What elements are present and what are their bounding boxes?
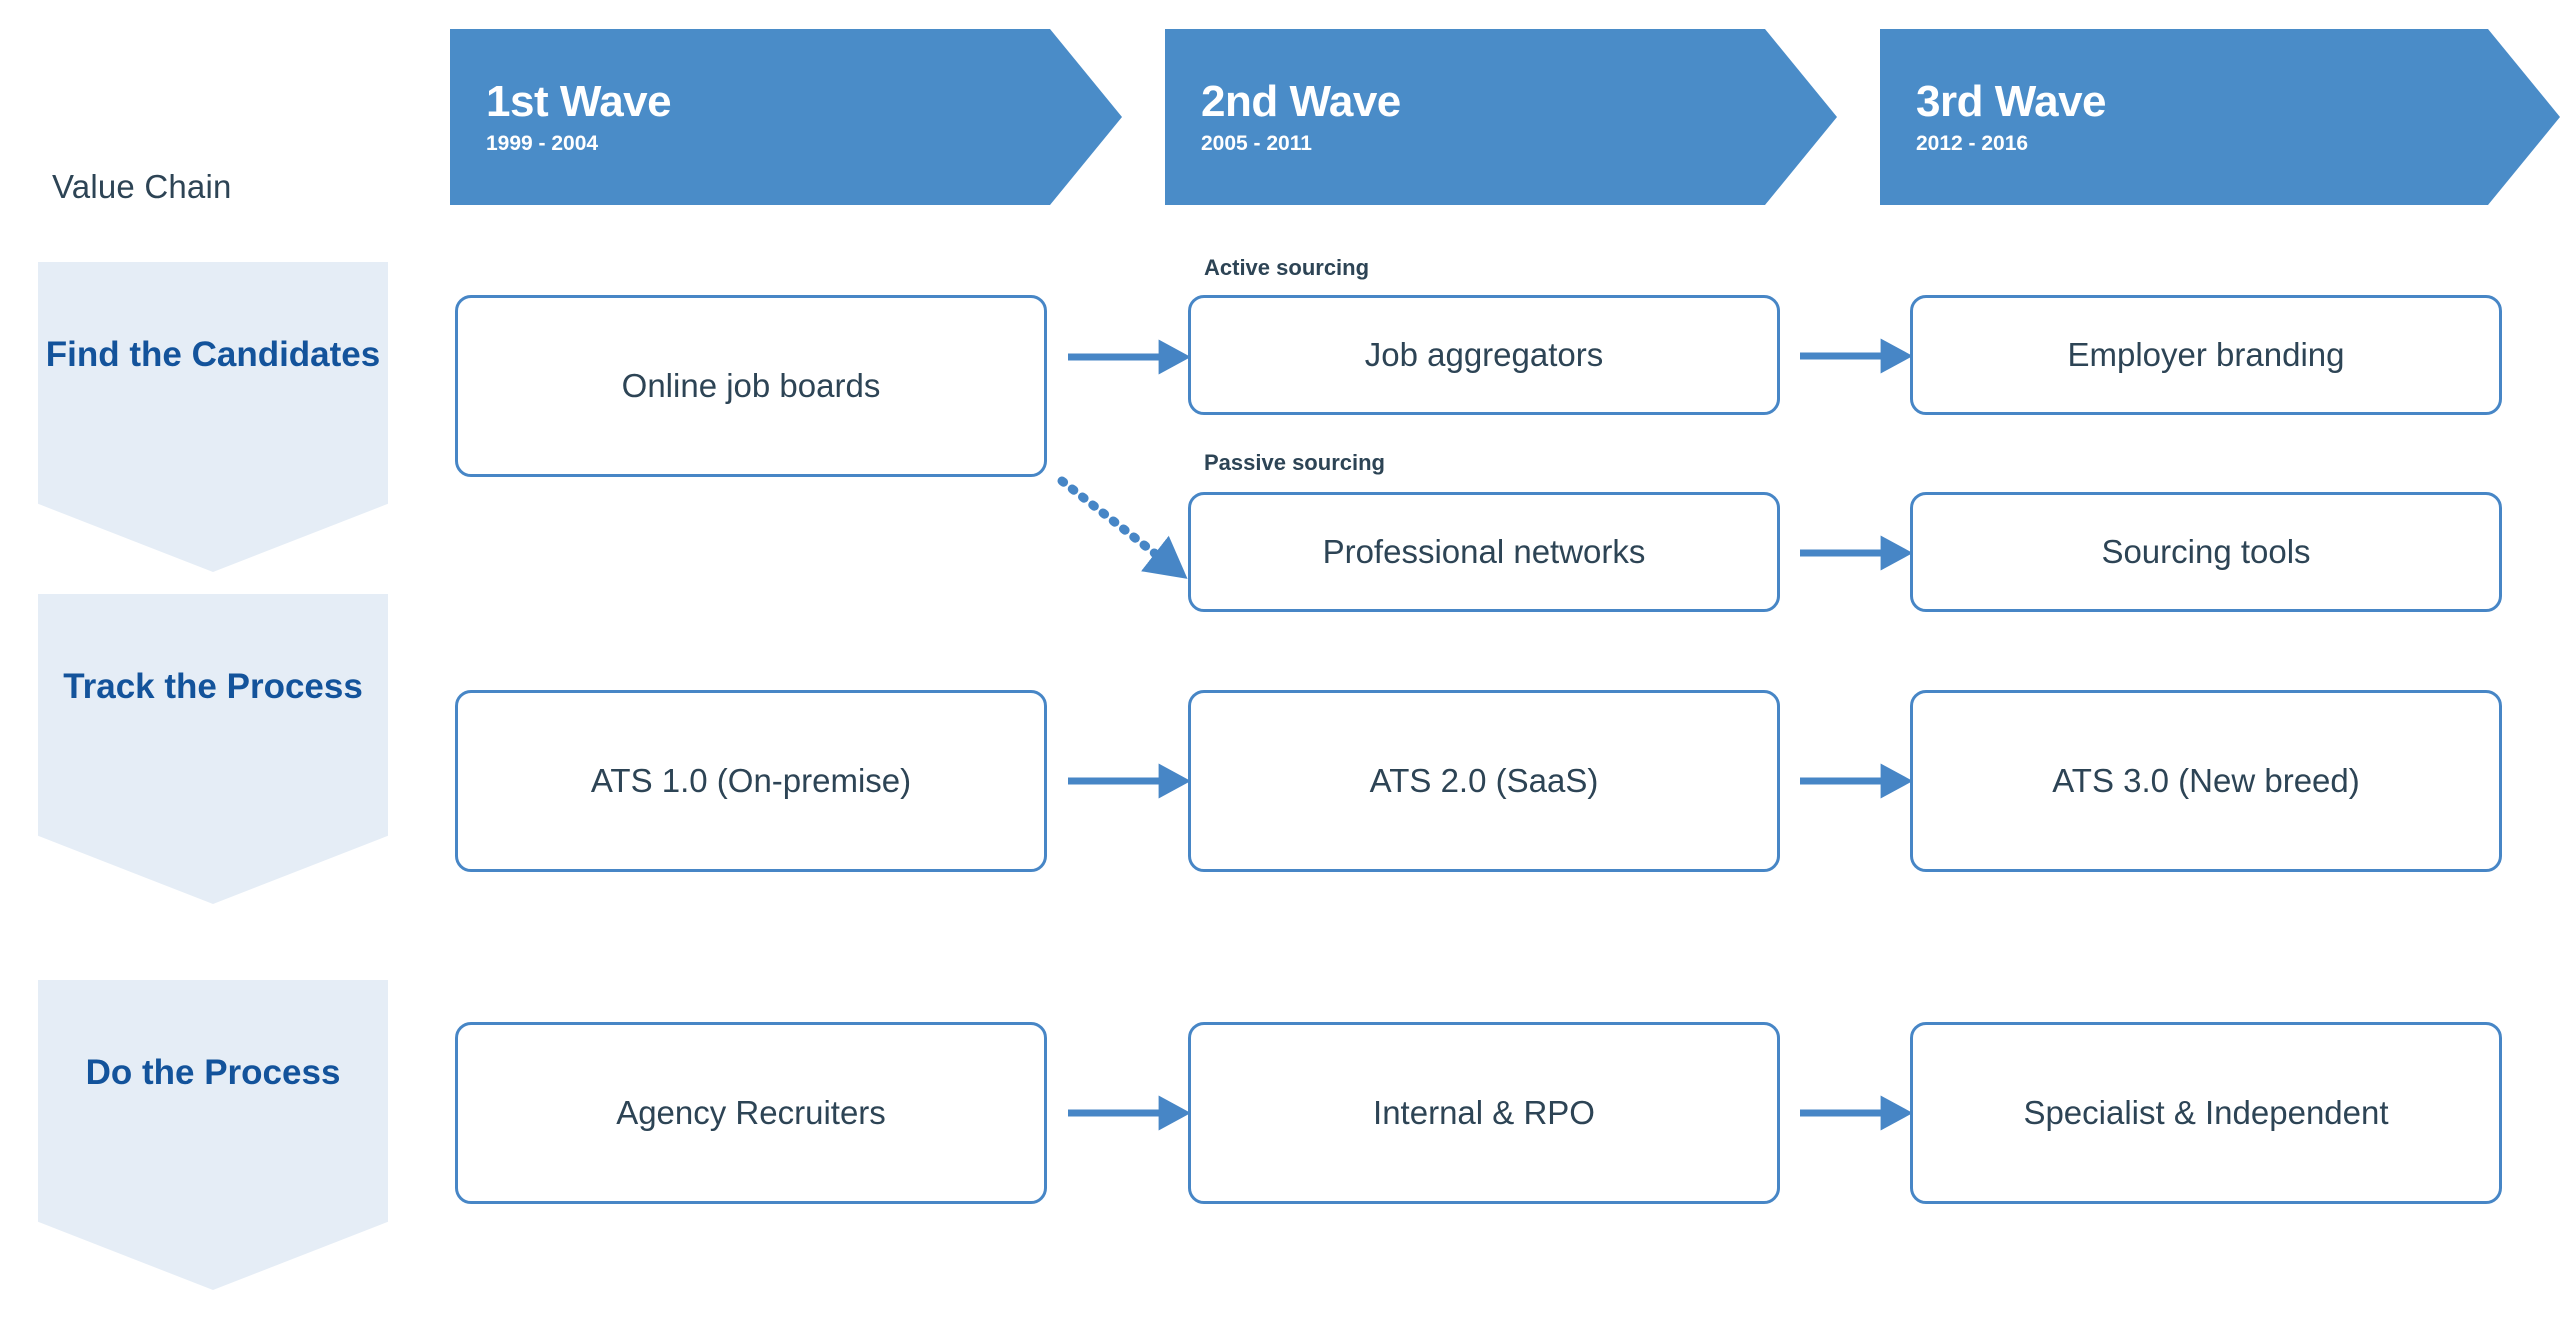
wave-header-3: 3rd Wave 2012 - 2016 xyxy=(1880,29,2560,205)
node-ats-2-saas[interactable]: ATS 2.0 (SaaS) xyxy=(1188,690,1780,872)
caption-passive-sourcing: Passive sourcing xyxy=(1204,450,1385,475)
node-employer-branding[interactable]: Employer branding xyxy=(1910,295,2502,415)
arrow-online-job-boards-to-professional-networks-dotted xyxy=(1057,476,1188,579)
wave-range-3: 2012 - 2016 xyxy=(1916,131,2029,155)
node-ats-3-new-breed[interactable]: ATS 3.0 (New breed) xyxy=(1910,690,2502,872)
stage-label-text-1: Find the Candidates xyxy=(45,335,381,374)
stage-label-track-the-process: Track the Process xyxy=(38,594,388,904)
wave-title-3: 3rd Wave xyxy=(1916,77,2107,127)
value-chain-label: Value Chain xyxy=(52,168,232,205)
node-specialist-independent[interactable]: Specialist & Independent xyxy=(1910,1022,2502,1204)
wave-header-1: 1st Wave 1999 - 2004 xyxy=(450,29,1122,205)
node-agency-recruiters[interactable]: Agency Recruiters xyxy=(455,1022,1047,1204)
node-internal-rpo[interactable]: Internal & RPO xyxy=(1188,1022,1780,1204)
stage-label-text-3: Do the Process xyxy=(85,1053,341,1092)
node-online-job-boards[interactable]: Online job boards xyxy=(455,295,1047,477)
wave-title-2: 2nd Wave xyxy=(1201,77,1401,127)
node-ats-1-on-premise[interactable]: ATS 1.0 (On-premise) xyxy=(455,690,1047,872)
wave-title-1: 1st Wave xyxy=(486,77,672,127)
stage-label-find-the-candidates: Find the Candidates xyxy=(38,262,388,572)
stage-label-text-2: Track the Process xyxy=(63,667,363,706)
stage-label-do-the-process: Do the Process xyxy=(38,980,388,1290)
caption-active-sourcing: Active sourcing xyxy=(1204,255,1370,280)
wave-header-2: 2nd Wave 2005 - 2011 xyxy=(1165,29,1837,205)
wave-range-2: 2005 - 2011 xyxy=(1201,131,1312,155)
node-job-aggregators[interactable]: Job aggregators xyxy=(1188,295,1780,415)
wave-range-1: 1999 - 2004 xyxy=(486,131,599,155)
node-professional-networks[interactable]: Professional networks xyxy=(1188,492,1780,612)
